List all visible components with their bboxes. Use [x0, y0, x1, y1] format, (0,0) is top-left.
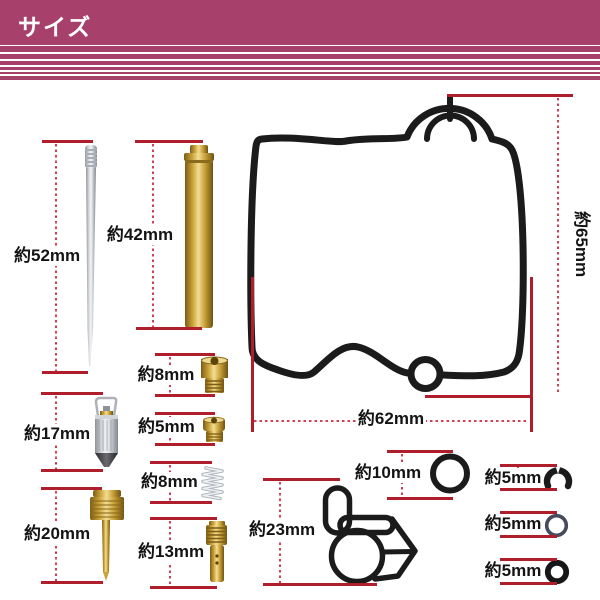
label-bowl-gasket-width: 約62mm: [356, 409, 426, 429]
label-bowl-gasket-height: 約65mm: [571, 211, 591, 278]
measure-bar: [500, 535, 557, 538]
label-float-valve: 約17mm: [24, 424, 91, 444]
jet-needle: [85, 145, 97, 366]
label-small-jet: 約5mm: [138, 417, 195, 437]
measure-bar: [155, 353, 215, 356]
measure-bar: [42, 371, 88, 374]
label-pilot-jet: 約13mm: [138, 542, 205, 562]
page-title: サイズ: [18, 14, 93, 40]
measure-bar: [530, 277, 533, 432]
header-stripe: [0, 72, 600, 74]
header-stripe: [0, 76, 600, 80]
oring-5mm-thin: [544, 513, 569, 538]
measure-bar: [135, 140, 203, 143]
measure-bar: [136, 327, 202, 330]
measure-bar: [41, 469, 103, 472]
measure-bar: [150, 461, 212, 464]
measure-bar: [150, 586, 217, 589]
measure-bar: [41, 392, 103, 395]
pilot-screw: [90, 490, 124, 581]
measure-bar: [155, 443, 215, 446]
label-top-gasket: 約23mm: [249, 520, 316, 540]
small-jet: [203, 416, 225, 442]
main-jet: [201, 356, 228, 393]
label-brass-tube: 約42mm: [105, 225, 175, 245]
header-stripe: [0, 61, 600, 65]
measure-bar: [500, 488, 557, 491]
header-band: サイズ: [0, 0, 600, 45]
measure-bar: [500, 464, 557, 467]
oring-10mm: [430, 453, 470, 494]
float-valve: [94, 396, 118, 467]
measure-bar: [500, 558, 557, 561]
label-oring-10mm: 約10mm: [354, 463, 422, 483]
pilot-jet: [206, 521, 227, 582]
spring: [201, 466, 224, 501]
measure-bar: [500, 582, 557, 585]
carb-top-gasket: [322, 485, 418, 585]
measure-bar: [155, 412, 215, 415]
label-pilot-screw: 約20mm: [24, 524, 91, 544]
header-stripe: [0, 67, 600, 70]
label-jet-needle: 約52mm: [14, 246, 81, 266]
measure-bar: [150, 501, 212, 504]
measure-bar: [42, 140, 93, 143]
label-e-clip: 約5mm: [484, 468, 542, 488]
measure-bar: [447, 94, 573, 97]
oring-5mm-thick: [544, 559, 570, 585]
measure-bar: [263, 478, 340, 481]
measure-bar: [387, 497, 453, 500]
measure-dotted-line: [557, 98, 559, 395]
float-bowl-gasket: [247, 94, 527, 392]
label-spring: 約8mm: [141, 472, 198, 492]
e-clip: [543, 466, 573, 490]
measure-bar: [155, 394, 215, 397]
label-oring-5mm-thin: 約5mm: [484, 514, 542, 534]
measure-bar: [263, 583, 377, 586]
measure-bar: [500, 511, 557, 514]
measure-bar: [41, 581, 103, 584]
header-stripe: [0, 54, 600, 59]
brass-tube: [184, 145, 214, 328]
measure-bar: [41, 487, 102, 490]
label-oring-5mm-thick: 約5mm: [484, 561, 542, 581]
measure-bar: [150, 517, 217, 520]
header-stripe: [0, 46, 600, 52]
measure-bar: [425, 395, 533, 398]
measure-bar: [251, 277, 254, 432]
label-main-jet: 約8mm: [136, 365, 196, 385]
measure-bar: [387, 450, 453, 453]
